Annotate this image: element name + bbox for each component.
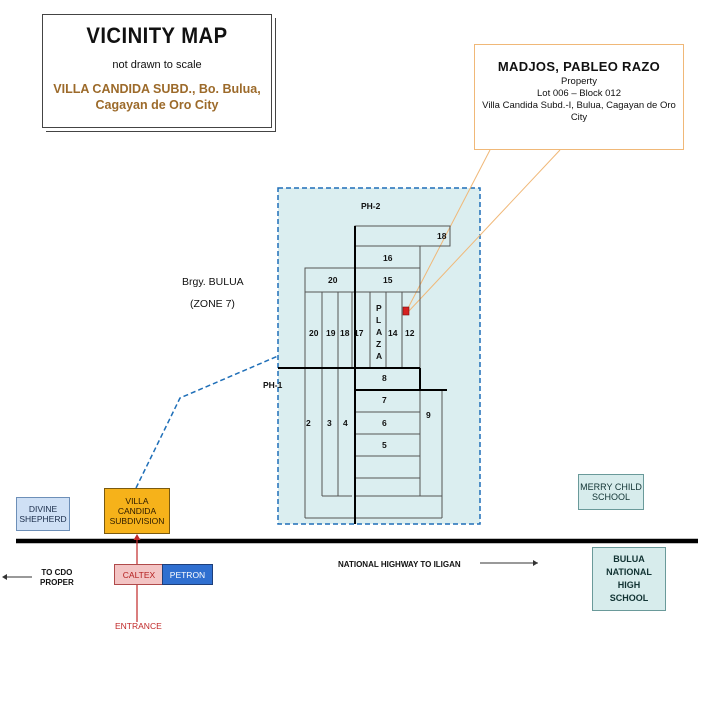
title-box: VICINITY MAP not drawn to scale VILLA CA… (42, 14, 272, 128)
cdo-arrowhead (2, 574, 7, 580)
villa-candida-line-3: SUBDIVISION (109, 516, 165, 526)
block-label-4: 4 (343, 418, 348, 428)
divine-shepherd-line-1: DIVINE (28, 504, 58, 514)
block-label-20-top: 20 (328, 275, 338, 285)
phase-1-label: PH-1 (263, 380, 283, 390)
connector-line (135, 355, 279, 489)
owner-address: Villa Candida Subd.-I, Bulua, Cagayan de… (482, 100, 676, 111)
owner-callout: MADJOS, PABLEO RAZO Property Lot 006 – B… (474, 44, 684, 150)
divine-shepherd-line-2: SHEPHERD (19, 514, 67, 524)
block-label-15: 15 (383, 275, 393, 285)
callout-line-2 (407, 149, 561, 313)
location-text: VILLA CANDIDA SUBD., Bo. Bulua, Cagayan … (43, 81, 271, 113)
plaza-letter-3: A (376, 327, 382, 337)
block-label-19: 19 (326, 328, 336, 338)
phase-2-label: PH-2 (361, 201, 381, 211)
block-label-8: 8 (382, 373, 387, 383)
lot-grid (304, 225, 451, 519)
location-line-2: Cagayan de Oro City (95, 98, 219, 112)
entrance-arrowhead (133, 534, 141, 540)
to-cdo-label: TO CDO PROPER (40, 568, 74, 588)
scale-note: not drawn to scale (112, 59, 202, 71)
divine-shepherd-box: DIVINE SHEPHERD (16, 497, 70, 531)
block-label-18b: 18 (340, 328, 350, 338)
barangay-label: Brgy. BULUA (182, 276, 244, 288)
bulua-school-line-3: HIGH (617, 580, 641, 590)
owner-property: Property (561, 76, 597, 87)
merry-child-school-box: MERRY CHILD SCHOOL (578, 474, 644, 510)
bulua-high-school-box: BULUA NATIONAL HIGH SCHOOL (592, 547, 666, 611)
to-cdo-line-1: TO CDO (41, 568, 73, 577)
internal-roads (278, 226, 447, 524)
iligan-arrowhead (533, 560, 538, 566)
bulua-school-line-1: BULUA (613, 554, 645, 564)
block-label-7: 7 (382, 395, 387, 405)
property-marker (402, 306, 410, 316)
block-label-3: 3 (327, 418, 332, 428)
villa-candida-box: VILLA CANDIDA SUBDIVISION (104, 488, 170, 534)
map-title: VICINITY MAP (86, 23, 228, 48)
owner-lot: Lot 006 – Block 012 (537, 88, 621, 99)
caltex-station: CALTEX (114, 564, 164, 585)
plaza-letter-4: Z (376, 339, 381, 349)
entrance-label: ENTRANCE (115, 621, 162, 631)
block-label-14: 14 (388, 328, 398, 338)
plaza-letter-1: P (376, 303, 382, 313)
block-label-18: 18 (437, 231, 447, 241)
phase-area (277, 187, 481, 525)
block-label-6: 6 (382, 418, 387, 428)
owner-city: City (570, 112, 588, 123)
plaza-letter-5: A (376, 351, 382, 361)
block-label-16: 16 (383, 253, 393, 263)
block-label-20: 20 (309, 328, 319, 338)
location-line-1: VILLA CANDIDA SUBD., Bo. Bulua, (53, 82, 261, 96)
merry-child-line-2: SCHOOL (591, 492, 630, 502)
block-label-2: 2 (306, 418, 311, 428)
bulua-school-line-4: SCHOOL (609, 593, 649, 603)
to-cdo-line-2: PROPER (40, 578, 74, 587)
highway-label: NATIONAL HIGHWAY TO ILIGAN (338, 560, 461, 569)
block-label-17: 17 (354, 328, 364, 338)
block-label-12: 12 (405, 328, 415, 338)
block-label-9: 9 (426, 410, 431, 420)
zone-label: (ZONE 7) (190, 298, 235, 310)
merry-child-line-1: MERRY CHILD (580, 482, 642, 492)
villa-candida-line-1: VILLA (125, 496, 149, 506)
villa-candida-line-2: CANDIDA (117, 506, 157, 516)
plaza-letter-2: L (376, 315, 381, 325)
owner-name: MADJOS, PABLEO RAZO (497, 59, 661, 74)
block-label-5: 5 (382, 440, 387, 450)
petron-station: PETRON (162, 564, 213, 585)
bulua-school-line-2: NATIONAL (606, 567, 652, 577)
